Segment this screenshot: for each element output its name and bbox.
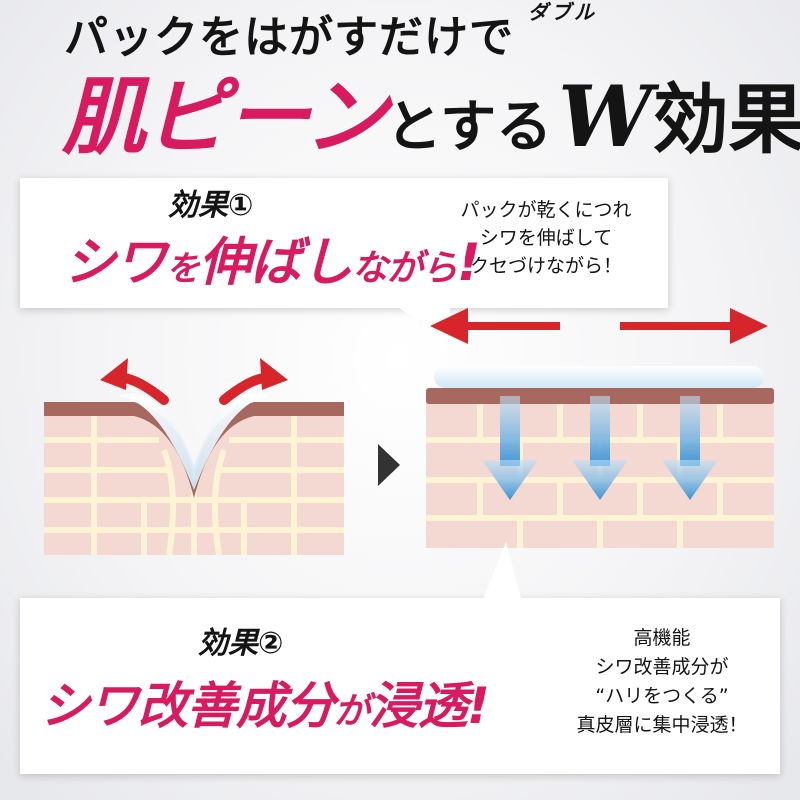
play-arrow-icon [378, 444, 400, 486]
effect2-title-d: ! [467, 677, 490, 735]
effect2-desc-line: 真皮層に集中浸透！ [576, 714, 748, 736]
stretch-arrow-left-shaft [460, 322, 560, 330]
skin-top-layer [44, 402, 344, 498]
effect1-speech-tail [390, 302, 450, 342]
speech-tail-shape [390, 302, 450, 342]
arrow-head-right [730, 308, 768, 344]
wrinkle-skin-illustration [44, 358, 344, 555]
arrow-head-left [430, 308, 468, 344]
effect2-desc-line: “ハリをつくる” [595, 685, 729, 707]
gel-pack-layer [434, 366, 764, 388]
effect1-desc-line: シワを伸ばして [479, 227, 613, 249]
headline-w: W [558, 67, 653, 166]
effect1-title-a: シワ [64, 233, 167, 293]
effect2-title: シワ改善成分が浸透! [40, 666, 490, 758]
effect2-panel [20, 598, 780, 774]
arrow-head-left [100, 358, 128, 390]
headline-line1: パックをはがすだけで [64, 12, 514, 63]
effect1-title: シワを伸ばしながら! [64, 228, 481, 310]
headline-mid: とする [385, 95, 553, 160]
headline-ruby: ダブル [528, 0, 597, 24]
arrow-head-right [260, 358, 288, 390]
headline-pink: 肌ピーン [62, 68, 388, 166]
effect2-desc-line: シワ改善成分が [595, 656, 729, 678]
effect2-title-c: 浸透 [369, 677, 468, 735]
gel-pack-layer [118, 393, 270, 490]
effect1-desc-line: クセづけながら！ [469, 255, 622, 277]
effect1-title-e: ! [457, 233, 481, 293]
effect2-label: 効果② [198, 626, 284, 661]
effect1-title-c: 伸ばし [199, 233, 353, 293]
smooth-skin-illustration [426, 308, 774, 548]
stretch-arrow-right-shaft [620, 322, 740, 330]
effect2-description: 高機能 シワ改善成分が “ハリをつくる” 真皮層に集中浸透！ [552, 624, 772, 740]
effect1-desc-line: パックが乾くにつれ [460, 199, 632, 221]
effect1-label: 効果① [168, 188, 254, 223]
effect1-title-d: ながら [352, 248, 458, 289]
penetration-arrows [482, 396, 718, 500]
effect1-description: パックが乾くにつれ シワを伸ばして クセづけながら！ [436, 196, 656, 280]
headline-end: 効果 [652, 75, 800, 164]
effect2-title-b: が [334, 691, 370, 732]
effect2-desc-line: 高機能 [633, 627, 691, 649]
effect1-panel [20, 178, 668, 308]
effect2-title-a: シワ改善成分 [40, 677, 335, 735]
effect2-speech-tail [482, 542, 522, 602]
effect1-title-b: を [166, 249, 200, 289]
speech-tail-shape [482, 542, 522, 602]
headline-line2: 肌ピーンとするW効果 [62, 62, 800, 172]
skin-body [44, 406, 344, 555]
